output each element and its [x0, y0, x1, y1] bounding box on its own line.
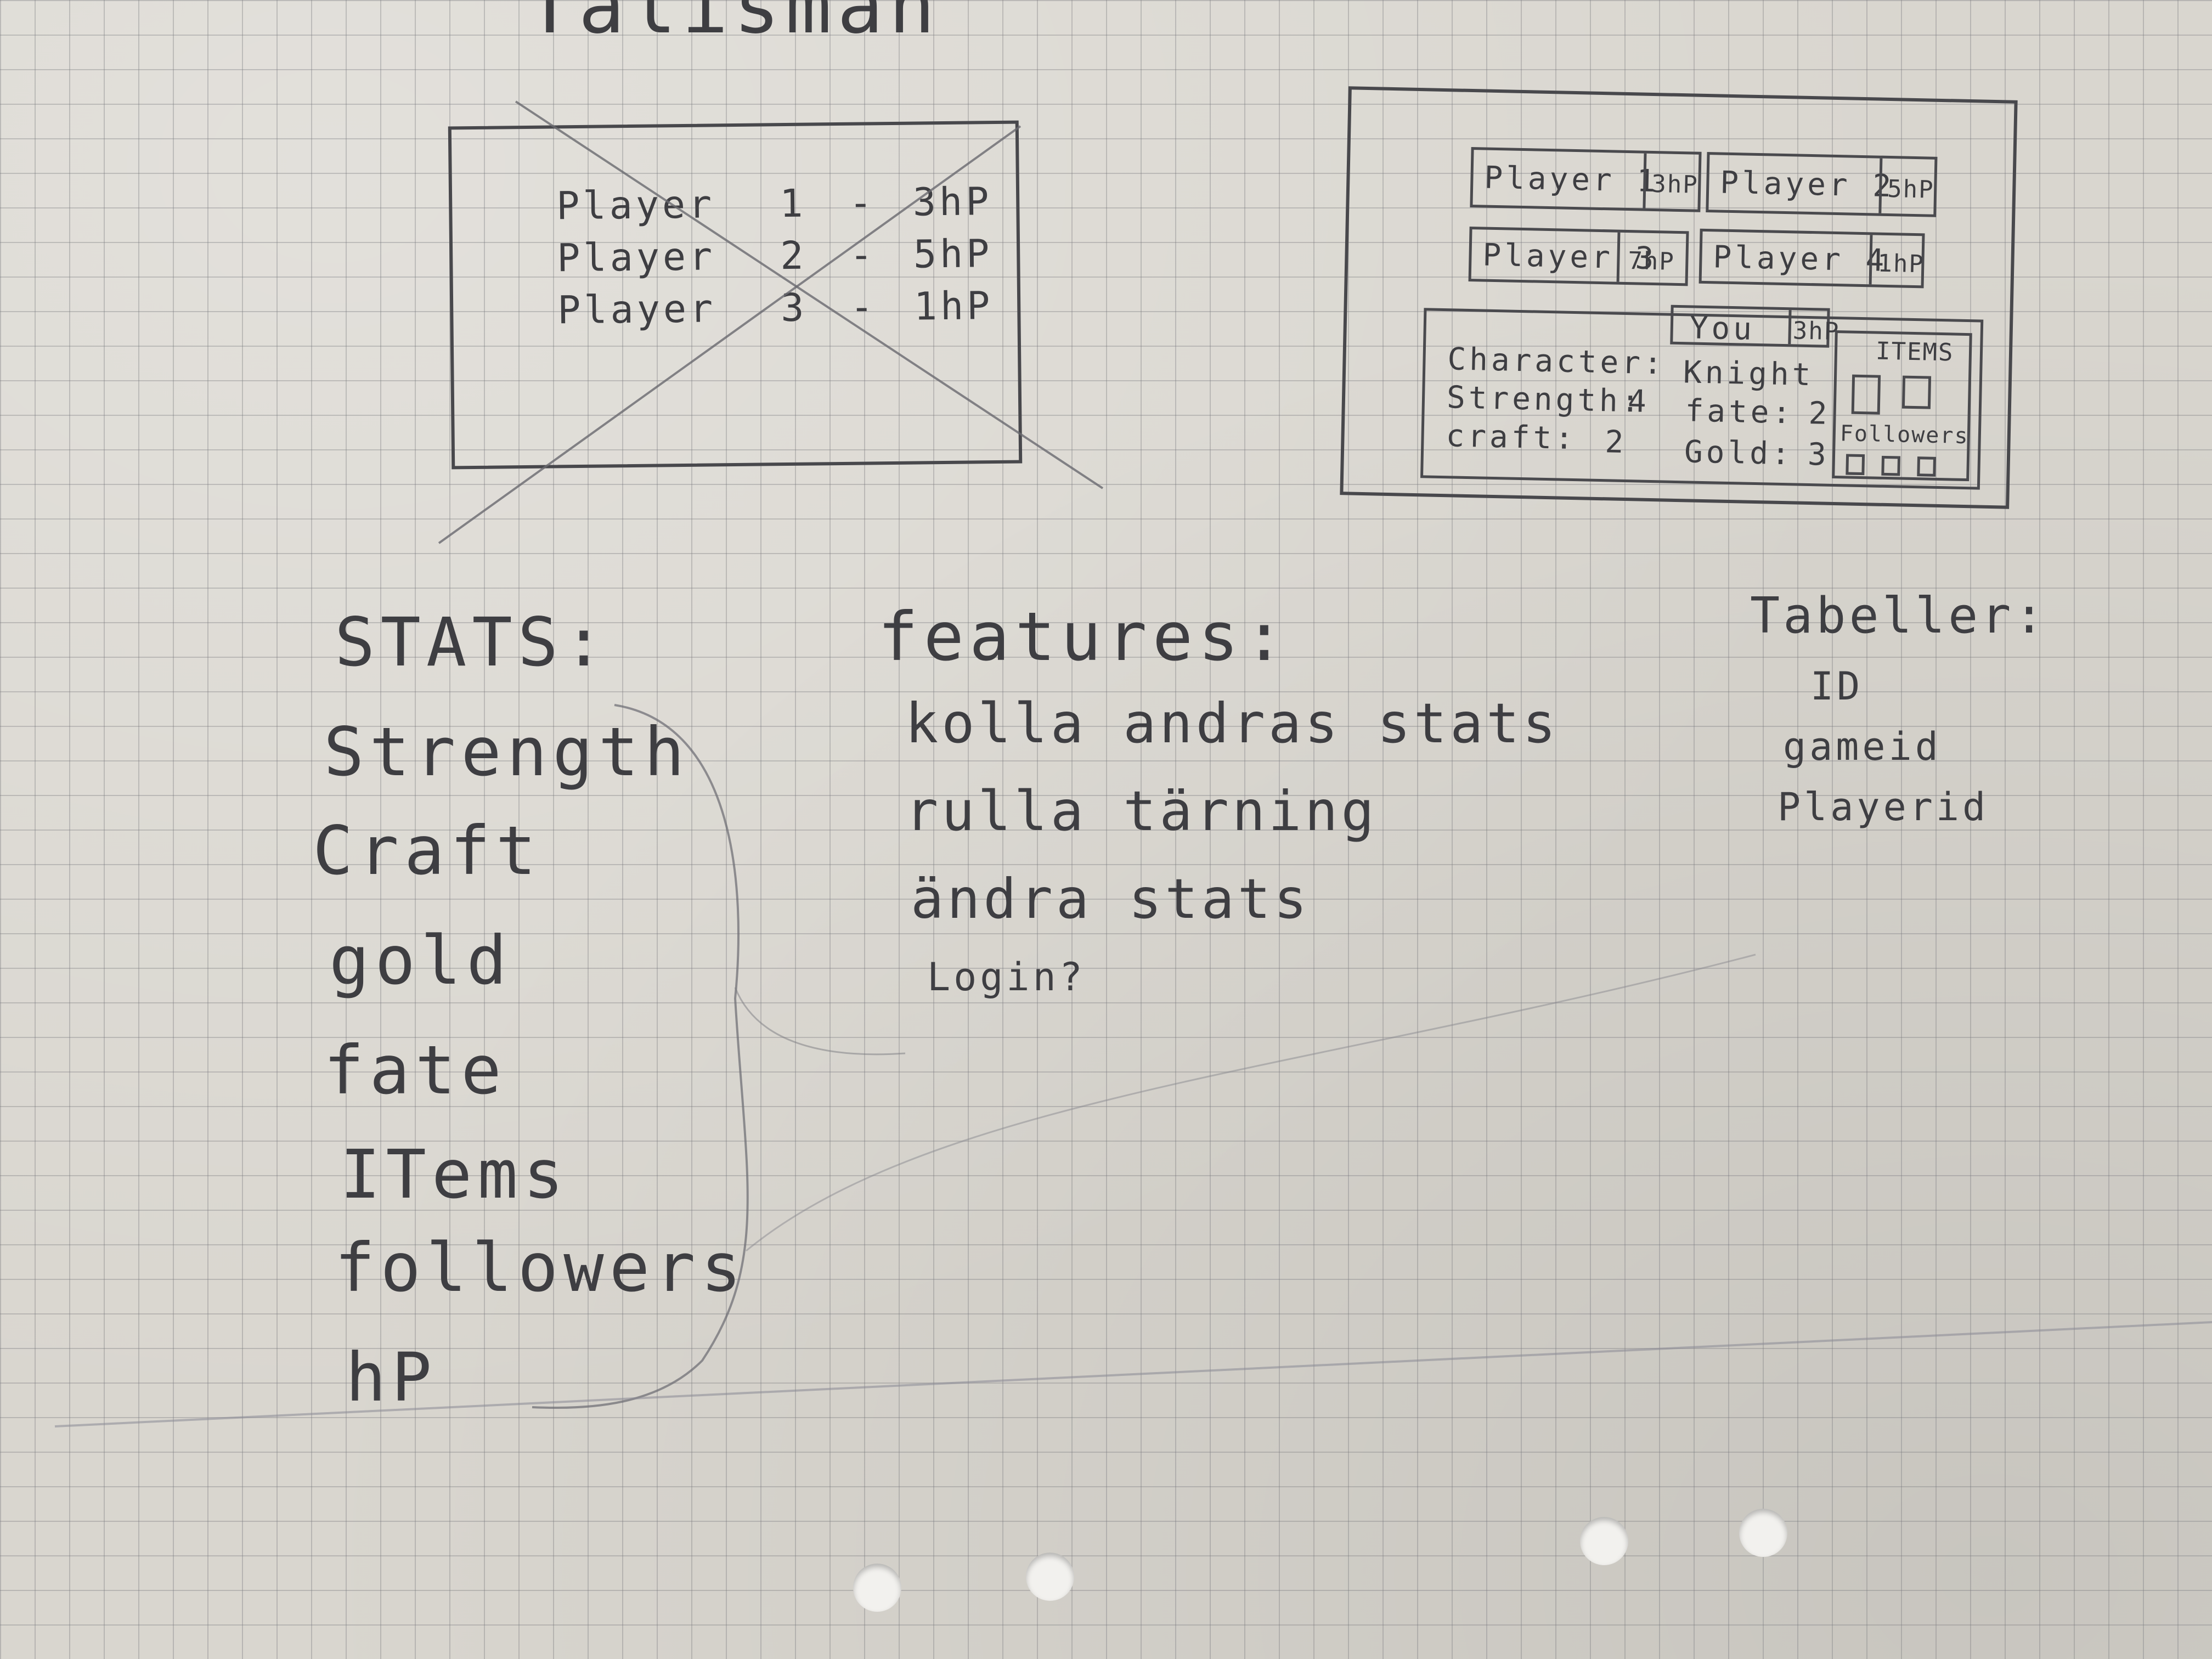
tables-item: ID	[1810, 664, 1864, 709]
tables-item: gameid	[1783, 724, 1942, 769]
features-item: ändra stats	[911, 867, 1311, 931]
bracket-curve	[532, 704, 749, 1409]
stats-item: followers	[335, 1229, 747, 1307]
bracket-curve	[734, 987, 906, 1056]
features-heading: features:	[878, 598, 1290, 676]
punch-hole	[853, 1564, 901, 1612]
punch-hole	[1026, 1553, 1074, 1601]
features-item: rulla tärning	[905, 779, 1378, 843]
stats-heading: STATS:	[335, 603, 610, 681]
punch-hole	[1739, 1509, 1787, 1557]
page-title: Talisman	[527, 0, 941, 51]
punch-hole	[1580, 1517, 1628, 1565]
margin-line	[54, 1321, 2212, 1427]
cross-out-stroke	[515, 100, 1104, 489]
stats-item: fate	[324, 1031, 507, 1109]
tables-item: Playerid	[1778, 785, 1989, 830]
tables-heading: Tabeller:	[1750, 587, 2047, 645]
stats-item: gold	[329, 922, 512, 1000]
stats-item: hP	[346, 1339, 437, 1417]
stats-item: Strength	[324, 713, 690, 791]
cross-out-stroke	[438, 125, 1022, 544]
features-item: Login?	[927, 955, 1086, 1000]
features-item: kolla andras stats	[905, 691, 1559, 755]
faint-stroke	[746, 953, 1756, 1252]
stats-item: Craft	[313, 812, 542, 890]
stats-item: ITems	[340, 1136, 569, 1214]
